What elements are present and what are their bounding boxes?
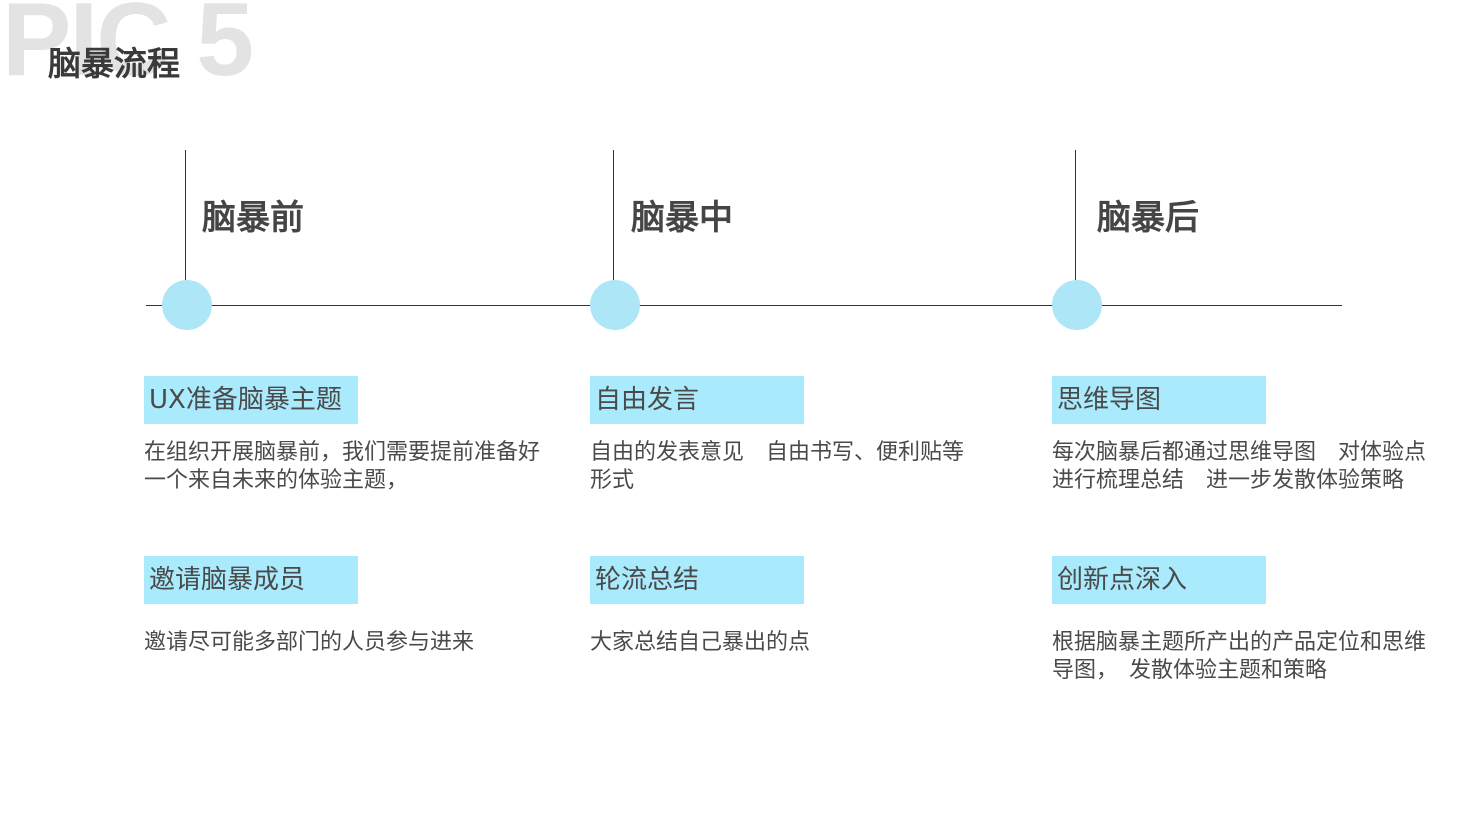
stage-3-task-2-desc: 根据脑暴主题所产出的产品定位和思维导图， 发散体验主题和策略 [1052,630,1427,683]
stage-3-task-2-label: 创新点深入 [1052,556,1266,604]
stage-3-title: 脑暴后 [1097,198,1199,238]
stage-1-marker-line [185,150,186,280]
stage-1-task-2-desc: 邀请尽可能多部门的人员参与进来 [144,630,475,655]
stage-1-task-1-desc: 在组织开展脑暴前，我们需要提前准备好一个来自未来的体验主题， [144,440,541,493]
stage-2-marker-line [613,150,614,280]
stage-2-title: 脑暴中 [631,198,733,238]
stage-2-task-1-label: 自由发言 [590,376,804,424]
watermark-pic-number: PIC 5 [2,0,254,98]
stage-2-dot [590,280,640,330]
stage-1-task-2-label: 邀请脑暴成员 [144,556,358,604]
stage-2-task-2-desc: 大家总结自己暴出的点 [590,630,811,655]
stage-3-task-1-label: 思维导图 [1052,376,1266,424]
stage-2-task-1-desc: 自由的发表意见 自由书写、便利贴等形式 [590,440,965,493]
stage-2-task-2-label: 轮流总结 [590,556,804,604]
stage-3-task-1-desc: 每次脑暴后都通过思维导图 对体验点进行梳理总结 进一步发散体验策略 [1052,440,1427,493]
page-title: 脑暴流程 [48,44,180,83]
timeline-axis [146,305,1342,306]
stage-1-dot [162,280,212,330]
stage-3-dot [1052,280,1102,330]
stage-1-task-1-label: UX准备脑暴主题 [144,376,358,424]
stage-3-marker-line [1075,150,1076,280]
stage-1-title: 脑暴前 [202,198,304,238]
